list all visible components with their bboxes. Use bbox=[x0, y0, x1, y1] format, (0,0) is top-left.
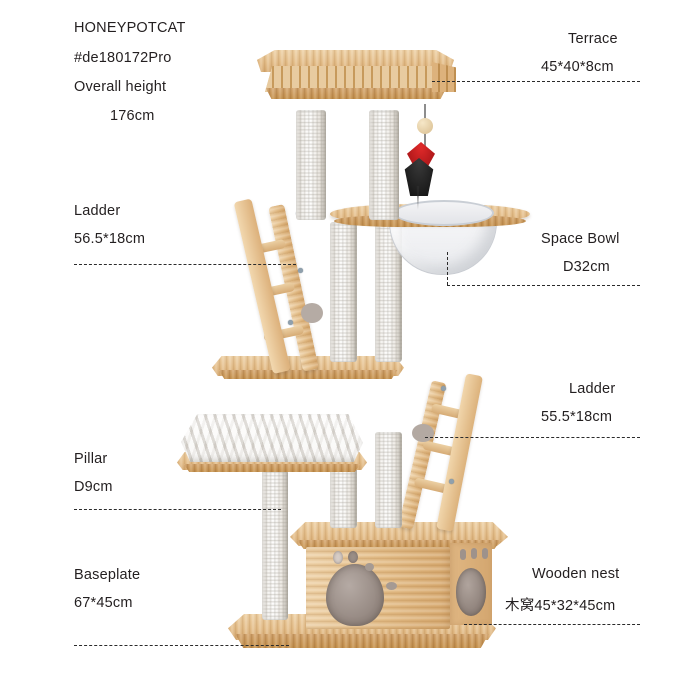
overall-height-label: Overall height bbox=[74, 79, 167, 95]
terrace-right-face bbox=[432, 62, 456, 92]
nest-hole-3 bbox=[365, 563, 374, 571]
pillar-bottom-right bbox=[375, 432, 402, 528]
leader-line-ladder-lower bbox=[425, 437, 640, 438]
leader-line-terrace bbox=[432, 81, 640, 82]
plush-mat bbox=[181, 414, 363, 462]
space-bowl-opening bbox=[394, 200, 494, 226]
ladder-lower-screw-2 bbox=[449, 479, 454, 484]
toy-feather-wisp bbox=[416, 186, 420, 210]
nest-hole-6 bbox=[471, 548, 477, 559]
nest-entrance-front bbox=[326, 564, 384, 626]
leader-line-pillar bbox=[74, 509, 281, 510]
annotation-terrace-title: Terrace bbox=[568, 31, 618, 47]
leader-line-baseplate bbox=[74, 645, 289, 646]
ladder-lower-screw-1 bbox=[441, 386, 446, 391]
wooden-nest-roof-edge bbox=[297, 540, 501, 549]
leader-line-wooden-nest bbox=[464, 624, 640, 625]
annotation-space-bowl-spec: D32cm bbox=[563, 259, 610, 275]
nest-hole-5 bbox=[460, 549, 466, 560]
annotation-space-bowl-title: Space Bowl bbox=[541, 231, 620, 247]
plush-shelf-edge bbox=[183, 464, 361, 472]
pillar-bottom-left bbox=[262, 470, 288, 620]
overall-height-value: 176cm bbox=[110, 108, 155, 124]
mid-platform-edge bbox=[218, 370, 398, 379]
annotation-ladder-upper-spec: 56.5*18cm bbox=[74, 231, 146, 247]
nest-hole-4 bbox=[386, 582, 397, 590]
ladder-upper-screw-3 bbox=[288, 320, 293, 325]
annotation-pillar-spec: D9cm bbox=[74, 479, 113, 495]
annotation-wooden-nest-title: Wooden nest bbox=[532, 566, 620, 582]
nest-hole-1 bbox=[333, 551, 343, 564]
terrace-rail bbox=[265, 66, 447, 92]
leader-line-space-bowl-vertical bbox=[447, 252, 448, 285]
toy-bead bbox=[417, 118, 433, 134]
brand-name: HONEYPOTCAT bbox=[74, 20, 186, 36]
pillar-top-right bbox=[369, 110, 399, 220]
ladder-upper-screw-2 bbox=[298, 268, 303, 273]
annotation-terrace-spec: 45*40*8cm bbox=[541, 59, 614, 75]
pillar-mid-left bbox=[330, 222, 357, 362]
annotation-ladder-upper-title: Ladder bbox=[74, 203, 121, 219]
annotation-baseplate-title: Baseplate bbox=[74, 567, 141, 583]
terrace-bottom-edge bbox=[265, 88, 447, 99]
annotation-ladder-lower-title: Ladder bbox=[569, 381, 616, 397]
leader-line-space-bowl bbox=[447, 285, 640, 286]
nest-hole-7 bbox=[482, 548, 488, 559]
ladder-upper-paw-pad bbox=[301, 303, 323, 323]
model-number: #de180172Pro bbox=[74, 50, 172, 66]
pillar-top-left bbox=[296, 110, 326, 220]
nest-hole-2 bbox=[348, 551, 358, 563]
nest-entrance-side bbox=[456, 568, 486, 616]
annotation-wooden-nest-spec: 木窝45*32*45cm bbox=[505, 598, 616, 614]
ladder-lower-paw-pad bbox=[412, 424, 434, 442]
baseplate-edge bbox=[235, 634, 489, 648]
annotation-ladder-lower-spec: 55.5*18cm bbox=[541, 409, 613, 425]
annotation-pillar-title: Pillar bbox=[74, 451, 108, 467]
annotation-baseplate-spec: 67*45cm bbox=[74, 595, 133, 611]
leader-line-ladder-upper bbox=[74, 264, 296, 265]
